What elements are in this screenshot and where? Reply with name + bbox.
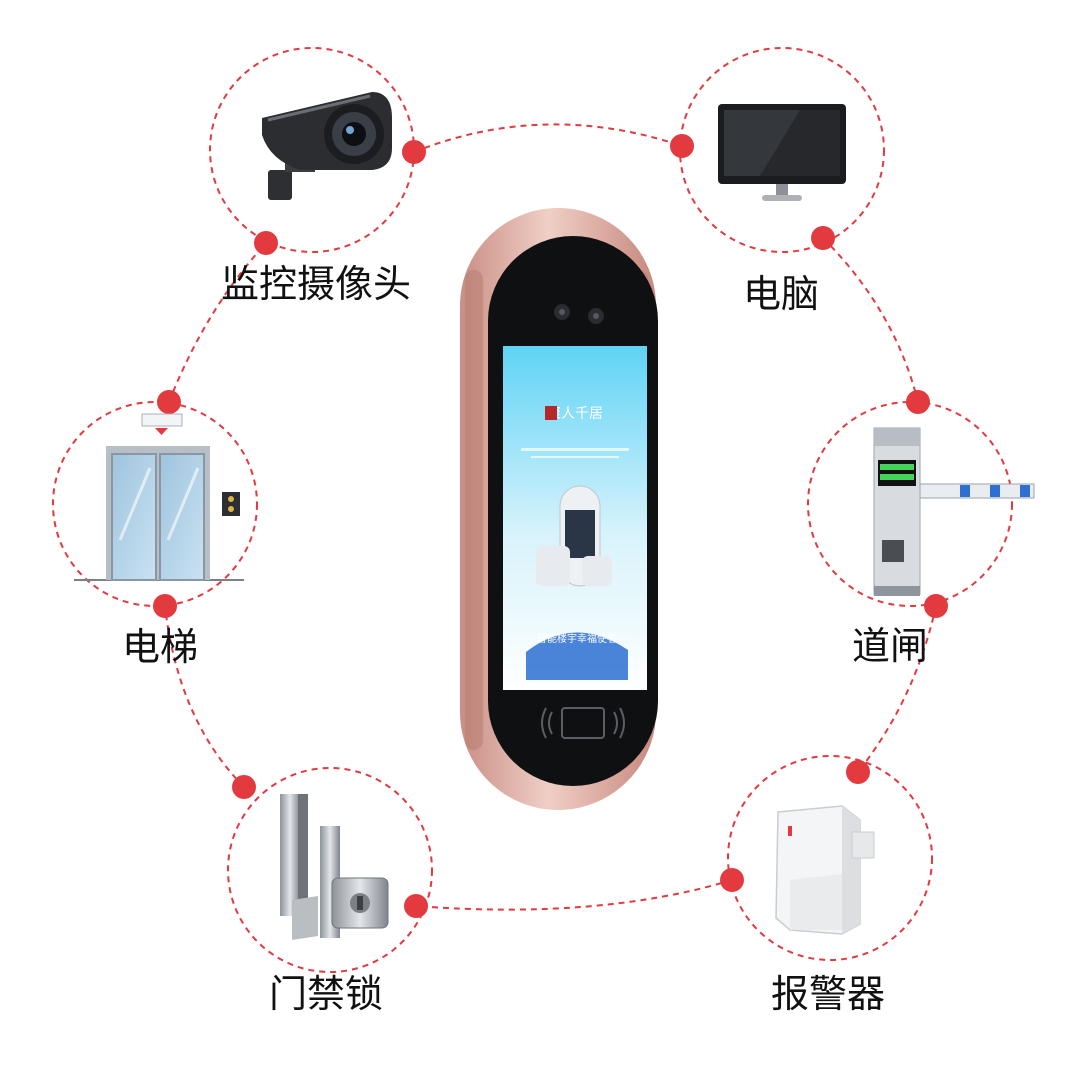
barrier-gate-icon xyxy=(873,427,1035,596)
connector-dots xyxy=(153,134,948,918)
connector-camera-computer xyxy=(413,123,683,153)
camera-lenses xyxy=(554,304,604,324)
nfc-reader xyxy=(541,707,625,739)
label-computer: 电脑 xyxy=(742,272,820,316)
screen-brand: 聚人千居 xyxy=(547,406,603,422)
connector-computer-gate xyxy=(822,237,919,403)
connector-lock-elevator xyxy=(164,605,245,788)
monitor-icon xyxy=(718,104,846,201)
motion-sensor-icon xyxy=(775,805,875,935)
label-alarm: 报警器 xyxy=(770,972,886,1016)
connector-elevator-camera xyxy=(168,242,267,403)
label-elevator: 电梯 xyxy=(121,625,199,669)
ring-lock xyxy=(227,767,433,973)
connector-gate-alarm xyxy=(857,605,937,773)
label-camera: 监控摄像头 xyxy=(220,262,412,306)
device-screen: 聚人千居 智能楼宇幸福使者 xyxy=(503,346,647,690)
label-lock: 门禁锁 xyxy=(268,972,384,1016)
elevator-icon xyxy=(74,413,244,581)
label-gate: 道闸 xyxy=(851,624,929,668)
ring-gate xyxy=(807,401,1013,607)
door-lock-icon xyxy=(280,794,389,940)
screen-tagline: 智能楼宇幸福使者 xyxy=(537,632,617,645)
connector-alarm-lock xyxy=(415,879,733,911)
camera-icon xyxy=(262,92,392,200)
ring-alarm xyxy=(727,755,933,961)
face-recognition-terminal: 聚人千居 智能楼宇幸福使者 xyxy=(460,208,658,810)
connection-lines xyxy=(164,123,937,911)
